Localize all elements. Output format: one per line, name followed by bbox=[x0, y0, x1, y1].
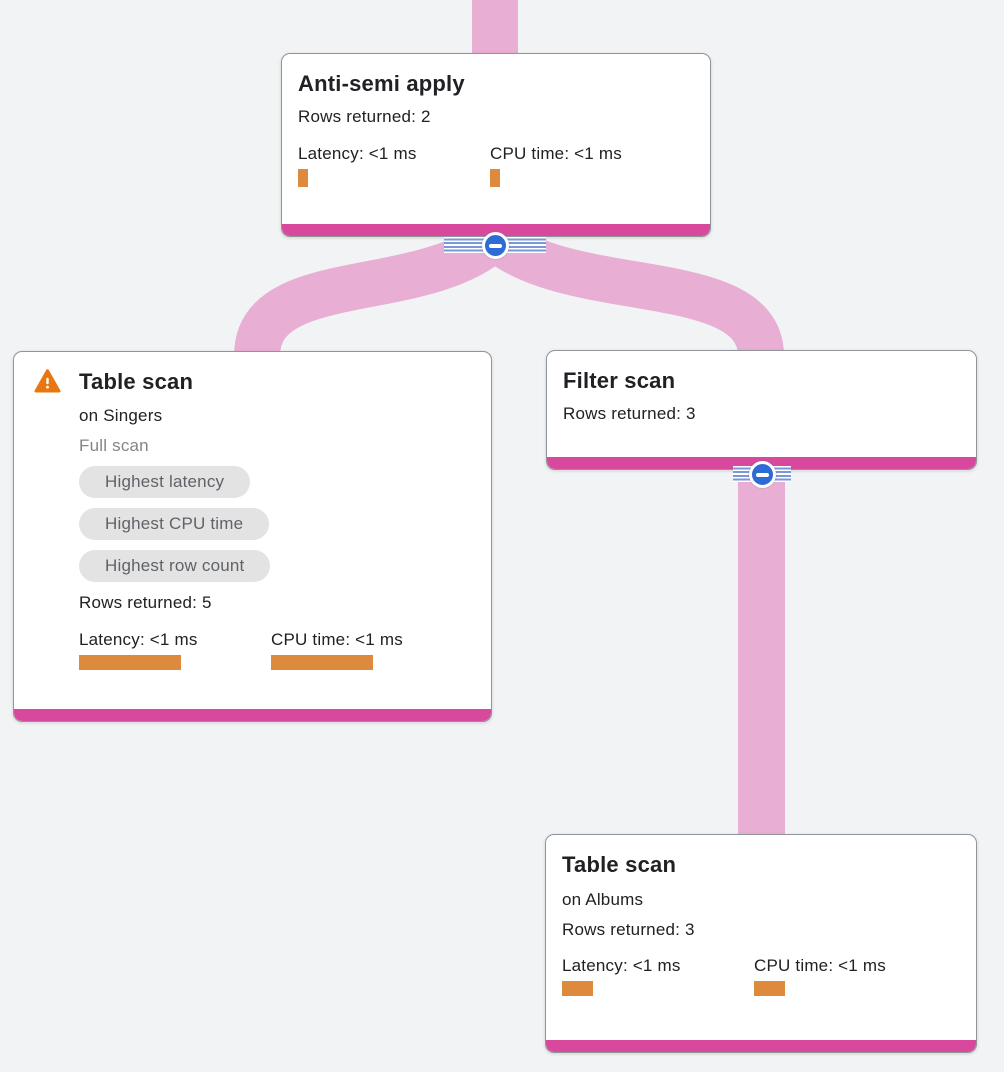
rows-returned-label: Rows returned: 3 bbox=[563, 404, 696, 423]
warning-icon bbox=[34, 369, 61, 393]
node-title: Filter scan bbox=[563, 368, 676, 393]
rows-returned-label: Rows returned: 5 bbox=[79, 593, 212, 612]
node-title: Anti-semi apply bbox=[298, 71, 465, 96]
cpu-time-label: CPU time: <1 ms bbox=[271, 630, 403, 649]
node-accent-bar bbox=[546, 1040, 976, 1052]
edge-into-root bbox=[472, 0, 518, 55]
node-title: Table scan bbox=[79, 369, 194, 394]
scan-target-label: on Albums bbox=[562, 890, 644, 909]
badge-highest-cpu-time: Highest CPU time bbox=[79, 508, 270, 540]
latency-bar bbox=[298, 169, 308, 187]
latency-bar bbox=[562, 981, 593, 996]
node-title: Table scan bbox=[562, 852, 677, 877]
node-card-table-scan-albums[interactable]: Table scan on Albums Rows returned: 3 La… bbox=[545, 834, 977, 1053]
node-accent-bar bbox=[14, 709, 491, 721]
badge-highest-row-count: Highest row count bbox=[79, 550, 271, 582]
rows-returned-label: Rows returned: 3 bbox=[562, 920, 695, 939]
cpu-time-bar bbox=[754, 981, 785, 996]
edge-filter-to-albums bbox=[738, 478, 785, 836]
edge-root-to-filter bbox=[483, 221, 784, 359]
latency-label: Latency: <1 ms bbox=[79, 630, 198, 649]
scan-mode-label: Full scan bbox=[79, 436, 149, 455]
minus-collapse-icon[interactable] bbox=[749, 461, 776, 488]
cpu-time-bar bbox=[271, 655, 373, 670]
scan-target-label: on Singers bbox=[79, 406, 163, 425]
node-card-filter-scan[interactable]: Filter scan Rows returned: 3 bbox=[546, 350, 977, 470]
cpu-time-bar bbox=[490, 169, 500, 187]
cpu-time-label: CPU time: <1 ms bbox=[490, 144, 622, 163]
latency-label: Latency: <1 ms bbox=[562, 956, 681, 975]
latency-label: Latency: <1 ms bbox=[298, 144, 417, 163]
node-card-anti-semi-apply[interactable]: Anti-semi apply Rows returned: 2 Latency… bbox=[281, 53, 711, 237]
badge-highest-latency: Highest latency bbox=[79, 466, 251, 498]
minus-collapse-icon[interactable] bbox=[482, 232, 509, 259]
rows-returned-label: Rows returned: 2 bbox=[298, 107, 431, 126]
edge-root-to-singers bbox=[234, 221, 507, 359]
cpu-time-label: CPU time: <1 ms bbox=[754, 956, 886, 975]
latency-bar bbox=[79, 655, 181, 670]
node-card-table-scan-singers[interactable]: Table scan on Singers Full scan Highest … bbox=[13, 351, 492, 722]
node-accent-bar bbox=[282, 224, 710, 236]
